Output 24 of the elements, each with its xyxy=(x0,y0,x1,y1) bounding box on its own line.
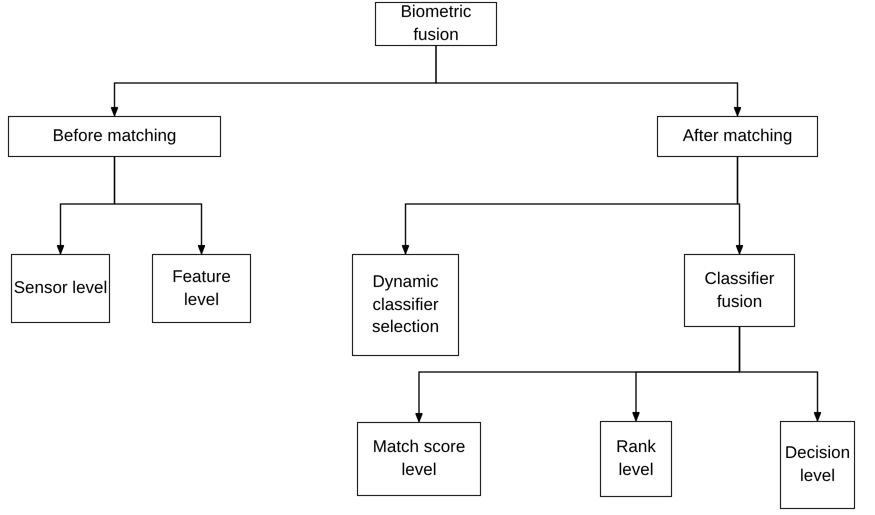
node-label: Classifier fusion xyxy=(704,268,776,312)
node-label: Dynamic classifier selection xyxy=(370,270,440,338)
node-label: Match score level xyxy=(372,436,466,481)
process-box xyxy=(375,2,497,46)
process-box xyxy=(657,116,818,157)
process-box xyxy=(8,116,221,157)
node-label: Biometric fusion xyxy=(400,1,472,46)
process-box xyxy=(152,254,251,323)
node-label: Before matching xyxy=(52,125,176,148)
node-label: Feature level xyxy=(171,266,232,310)
process-box xyxy=(357,422,481,496)
node-label: Sensor level xyxy=(14,277,108,300)
connector-arrow xyxy=(435,46,742,116)
process-box xyxy=(352,254,459,356)
process-box xyxy=(684,254,795,327)
connector-arrow xyxy=(114,157,206,254)
connector-arrow xyxy=(736,157,744,254)
process-box xyxy=(780,421,855,509)
process-box xyxy=(600,421,672,497)
node-label: Rank level xyxy=(615,436,657,481)
process-box xyxy=(11,254,110,323)
connector-arrow xyxy=(738,327,822,422)
node-label: After matching xyxy=(682,125,792,148)
node-label: Decision level xyxy=(784,442,852,487)
